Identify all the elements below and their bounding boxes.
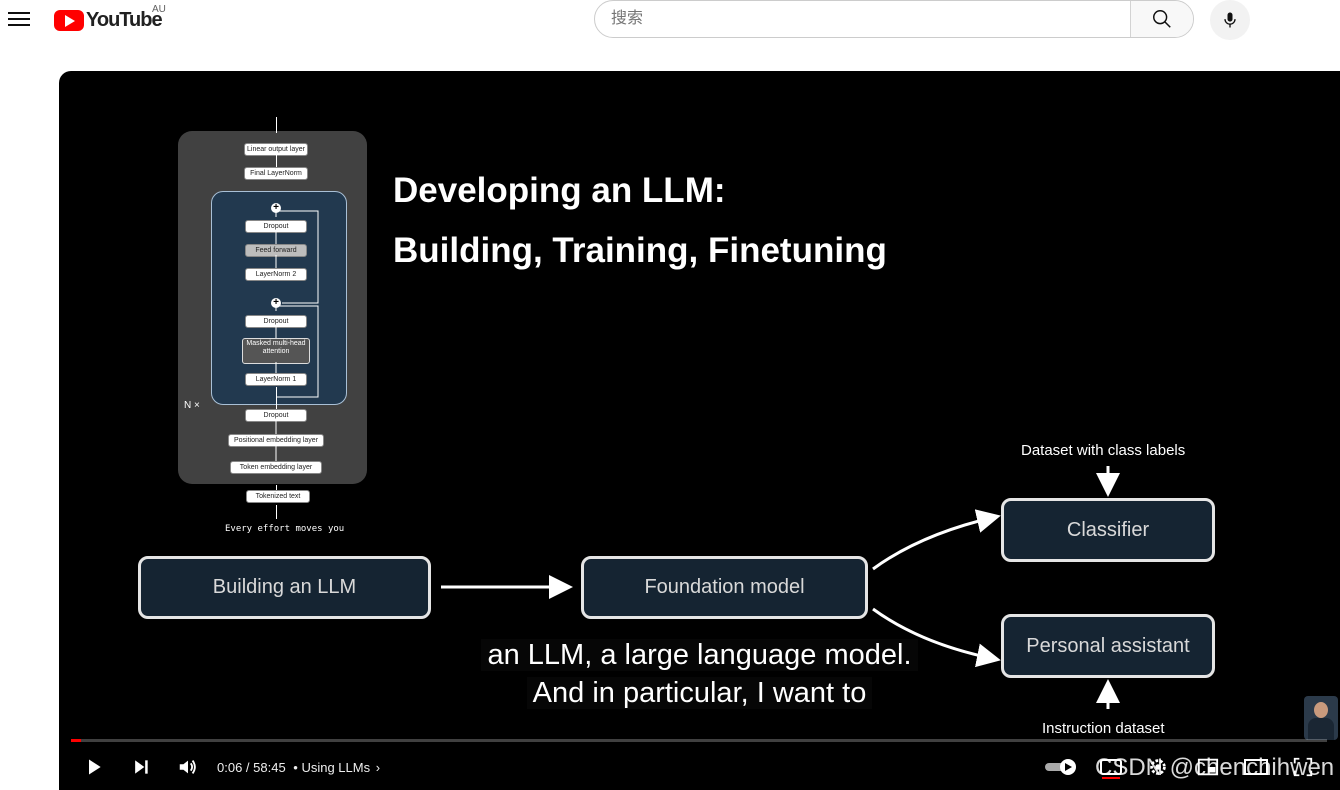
gpt-architecture-diagram: Linear output layer Final LayerNorm + Dr… xyxy=(178,117,367,484)
flow-arrows xyxy=(441,466,1120,709)
miniplayer-icon xyxy=(1197,758,1219,776)
next-button[interactable] xyxy=(126,747,156,787)
captions-icon xyxy=(1100,759,1122,779)
top-bar: YouTube AU xyxy=(0,0,1340,40)
repeat-label: N × xyxy=(184,400,200,411)
player-controls: 0:06 / 58:45 • Using LLMs › CSDN @chench… xyxy=(59,747,1340,787)
instruction-dataset-label: Instruction dataset xyxy=(1042,720,1165,737)
logo-text: YouTube xyxy=(86,8,163,31)
search-box xyxy=(594,0,1194,38)
chapter-title[interactable]: • Using LLMs xyxy=(293,760,371,775)
miniplayer-button[interactable] xyxy=(1194,747,1222,787)
progress-bar[interactable] xyxy=(71,739,1327,742)
theater-mode-button[interactable] xyxy=(1242,747,1270,787)
play-logo-icon xyxy=(54,9,84,31)
play-button[interactable] xyxy=(79,747,109,787)
subtitle-line: And in particular, I want to xyxy=(59,677,1340,710)
building-llm-node: Building an LLM xyxy=(138,556,431,619)
autoplay-icon xyxy=(1045,759,1076,775)
classifier-node: Classifier xyxy=(1001,498,1215,562)
volume-button[interactable] xyxy=(173,747,203,787)
slide-title: Developing an LLM: xyxy=(393,171,726,210)
search-button[interactable] xyxy=(1130,1,1193,37)
youtube-logo[interactable]: YouTube xyxy=(54,8,163,32)
skip-next-icon xyxy=(135,760,148,774)
video-player[interactable]: Linear output layer Final LayerNorm + Dr… xyxy=(59,71,1340,790)
final-layernorm-box: Final LayerNorm xyxy=(244,167,308,180)
token-embedding-box: Token embedding layer xyxy=(230,461,322,474)
region-code: AU xyxy=(152,4,166,15)
theater-icon xyxy=(1244,759,1268,775)
settings-button[interactable] xyxy=(1144,747,1172,787)
layernorm2-box: LayerNorm 2 xyxy=(245,268,307,281)
personal-assistant-node: Personal assistant xyxy=(1001,614,1215,678)
menu-button[interactable] xyxy=(8,8,30,30)
foundation-model-node: Foundation model xyxy=(581,556,868,619)
tokenized-text-box: Tokenized text xyxy=(246,490,310,503)
layernorm1-box: LayerNorm 1 xyxy=(245,373,307,386)
gear-icon xyxy=(1150,759,1166,775)
residual-arrows xyxy=(275,210,319,461)
video-frame: Linear output layer Final LayerNorm + Dr… xyxy=(71,79,1338,740)
input-text: Every effort moves you xyxy=(225,524,345,534)
chevron-right-icon[interactable]: › xyxy=(375,760,381,775)
microphone-icon xyxy=(1224,12,1236,28)
plus-icon: + xyxy=(271,298,281,308)
fullscreen-button[interactable] xyxy=(1289,747,1317,787)
class-dataset-label: Dataset with class labels xyxy=(1021,442,1186,459)
hamburger-icon xyxy=(8,12,30,14)
subtitles-button[interactable] xyxy=(1096,747,1126,787)
time-display: 0:06 / 58:45 • Using LLMs › xyxy=(217,760,381,775)
presenter-thumbnail xyxy=(1304,696,1338,740)
play-icon xyxy=(89,759,101,775)
slide-subtitle: Building, Training, Finetuning xyxy=(393,231,887,270)
voice-search-button[interactable] xyxy=(1210,0,1250,40)
autoplay-toggle[interactable] xyxy=(1042,747,1080,787)
subtitle-line: an LLM, a large language model. xyxy=(59,639,1340,672)
search-icon xyxy=(1153,10,1171,28)
fullscreen-icon xyxy=(1293,757,1313,777)
watermark: CSDN @chenchihwen xyxy=(1095,754,1335,781)
search-input[interactable] xyxy=(595,1,1130,37)
plus-icon: + xyxy=(271,203,281,213)
volume-icon xyxy=(179,760,196,774)
progress-fill xyxy=(71,739,82,742)
